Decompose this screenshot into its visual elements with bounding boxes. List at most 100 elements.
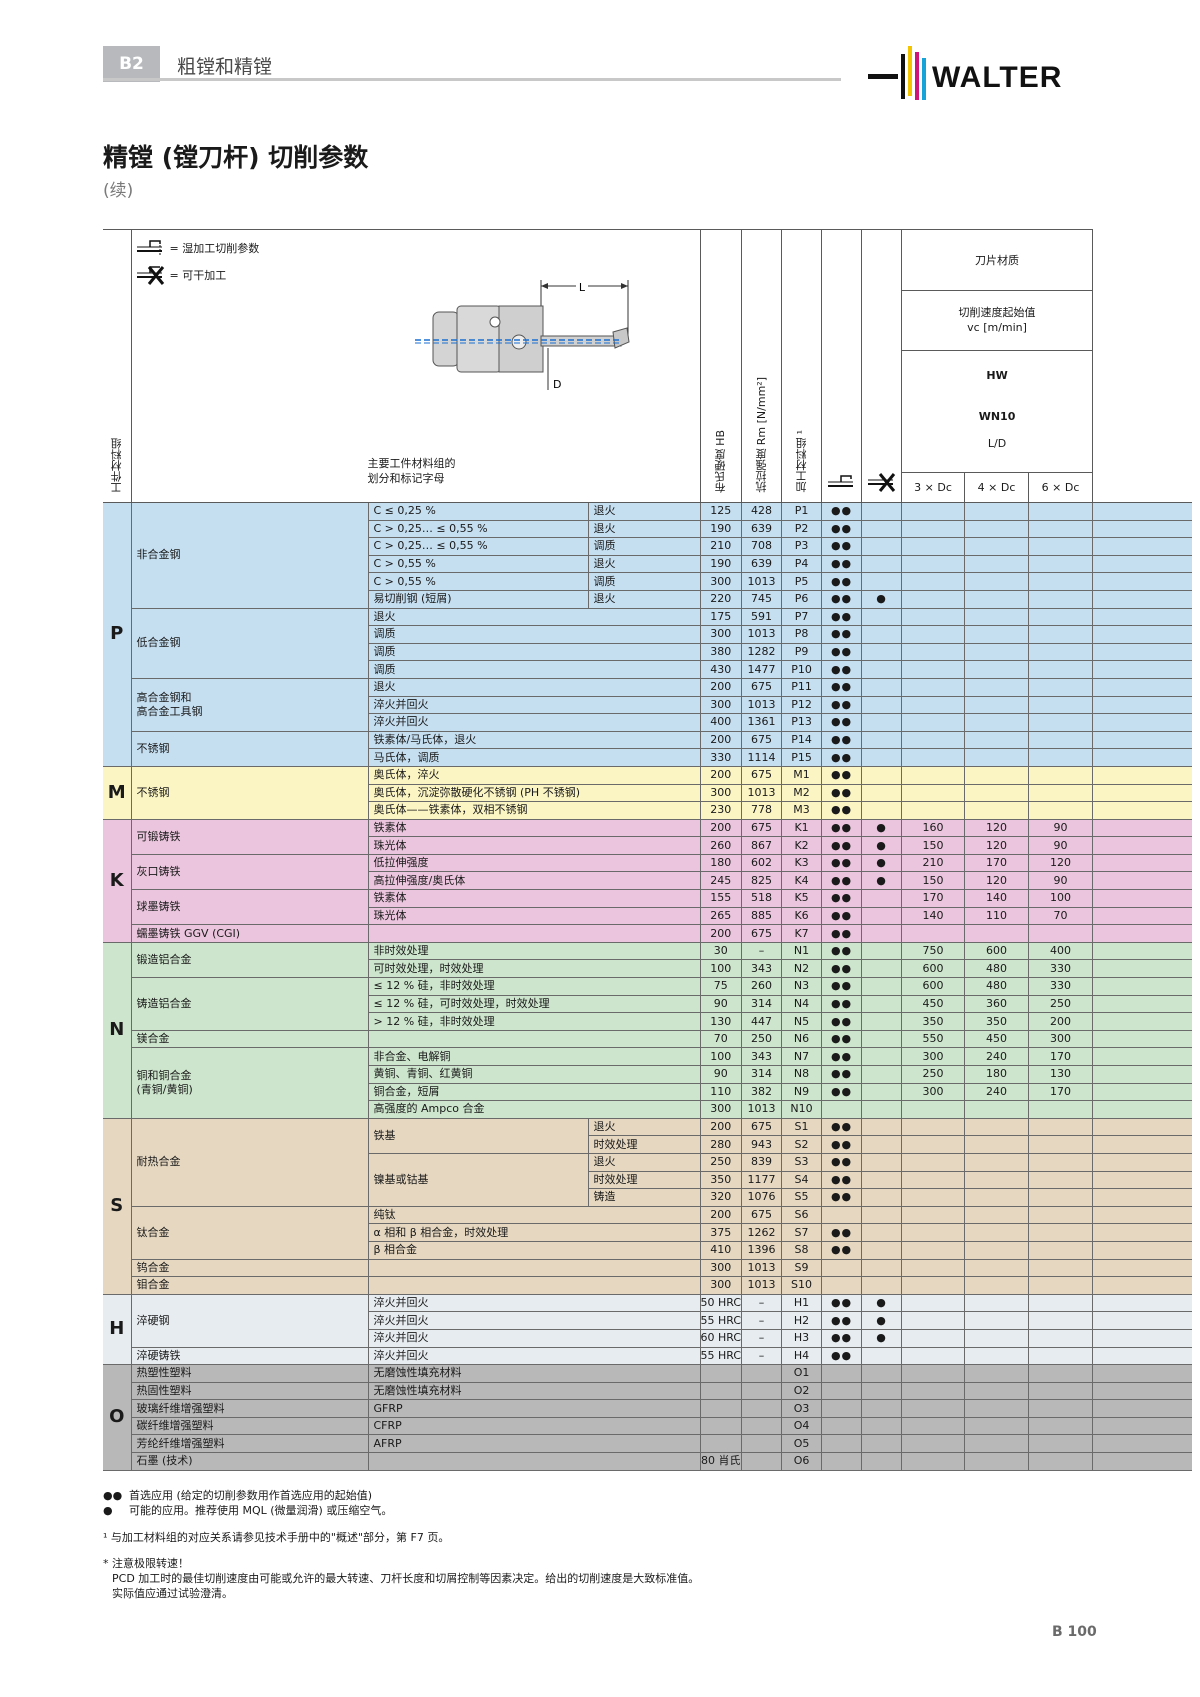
group-code: K3 [781,853,823,873]
dry-suitability [861,1381,903,1401]
speed-3xd: 250 [901,1065,966,1084]
speed-3xd [901,1328,966,1348]
blank-column [1092,924,1192,943]
material-description: 低拉伸强度 [367,853,701,873]
hardness-value: 190 [699,554,743,574]
speed-4xd [964,1381,1030,1401]
group-code: S7 [781,1223,823,1242]
strength-value: 867 [741,836,783,855]
wet-suitability: ●● [821,642,863,662]
wet-suitability: ●● [821,695,863,715]
header-rule [103,78,841,81]
blank-column [1092,1416,1192,1436]
dry-suitability [861,660,903,679]
strength-value: 1013 [741,625,783,644]
dry-machining-icon [867,473,895,492]
strength-value: 1114 [741,748,783,767]
group-code: P7 [781,607,823,627]
hardness-header: 布氏硬度 HB [699,229,743,503]
dry-suitability [861,924,903,943]
speed-6xd: 300 [1028,1029,1094,1049]
blank-column [1092,713,1192,732]
blank-column [1092,1100,1192,1119]
speed-3xd [901,1117,966,1137]
hardness-value: 300 [699,572,743,591]
wet-suitability: ●● [821,941,863,961]
speed-3xd [901,607,966,627]
material-condition: 退火 [587,589,701,609]
speed-4xd: 180 [964,1065,1030,1084]
page-title: 精镗 (镗刀杆) 切削参数 [103,143,369,172]
subgroup-name: 淬硬钢 [130,1293,369,1348]
speed-6xd [1028,1205,1094,1225]
speed-3xd [901,1293,966,1313]
blank-column [1092,1381,1192,1401]
subgroup-name: 灰口铸铁 [130,853,369,891]
dry-suitability [861,1152,903,1172]
speed-4xd [964,607,1030,627]
hardness-value: 200 [699,818,743,838]
speed-6xd: 250 [1028,994,1094,1014]
dry-suitability [861,977,903,996]
dry-suitability [861,765,903,785]
subgroup-name: 玻璃纤维增强塑料 [130,1399,369,1418]
wet-suitability: ●● [821,607,863,627]
hardness-value: 220 [699,589,743,609]
blank-column [1092,554,1192,574]
hardness-value: 300 [699,783,743,803]
group-code: K2 [781,836,823,855]
hardness-value: 200 [699,677,743,697]
wet-suitability [821,1399,863,1418]
group-code: P11 [781,677,823,697]
material-description: 马氏体，调质 [367,748,701,767]
dry-suitability: ● [861,1311,903,1330]
speed-6xd [1028,1170,1094,1190]
wet-suitability: ●● [821,1311,863,1330]
blank-column [1092,977,1192,996]
group-code: N3 [781,977,823,996]
speed-6xd [1028,713,1094,732]
wet-suitability: ●● [821,765,863,785]
material-description: > 12 % 硅，非时效处理 [367,1012,701,1031]
material-description [367,1258,701,1278]
speed-6xd [1028,1346,1094,1366]
speed-4xd [964,1434,1030,1454]
wet-suitability: ●● [821,783,863,803]
speed-4xd [964,1364,1030,1383]
dry-suitability [861,801,903,820]
hardness-value: 70 [699,1029,743,1049]
dry-suitability [861,1100,903,1119]
speed-3xd [901,1311,966,1330]
dry-suitability [861,554,903,574]
group-code: N5 [781,1012,823,1031]
speed-4xd [964,1240,1030,1260]
group-code: P10 [781,660,823,679]
group-code: S1 [781,1117,823,1137]
speed-4xd [964,625,1030,644]
speed-3xd [901,765,966,785]
dry-suitability [861,1434,903,1454]
hardness-value: 190 [699,519,743,539]
group-code: P9 [781,642,823,662]
dry-suitability [861,695,903,715]
group-code: H2 [781,1311,823,1330]
speed-3xd [901,730,966,750]
section-title: 粗镗和精镗 [177,56,273,78]
blank-column [1092,1258,1192,1278]
group-code: P12 [781,695,823,715]
strength-value [741,1364,783,1383]
material-condition: 退火 [587,502,701,521]
speed-3xd [901,1258,966,1278]
blank-column [1092,1276,1192,1295]
speed-4xd [964,1100,1030,1119]
group-letter: M [103,765,132,820]
